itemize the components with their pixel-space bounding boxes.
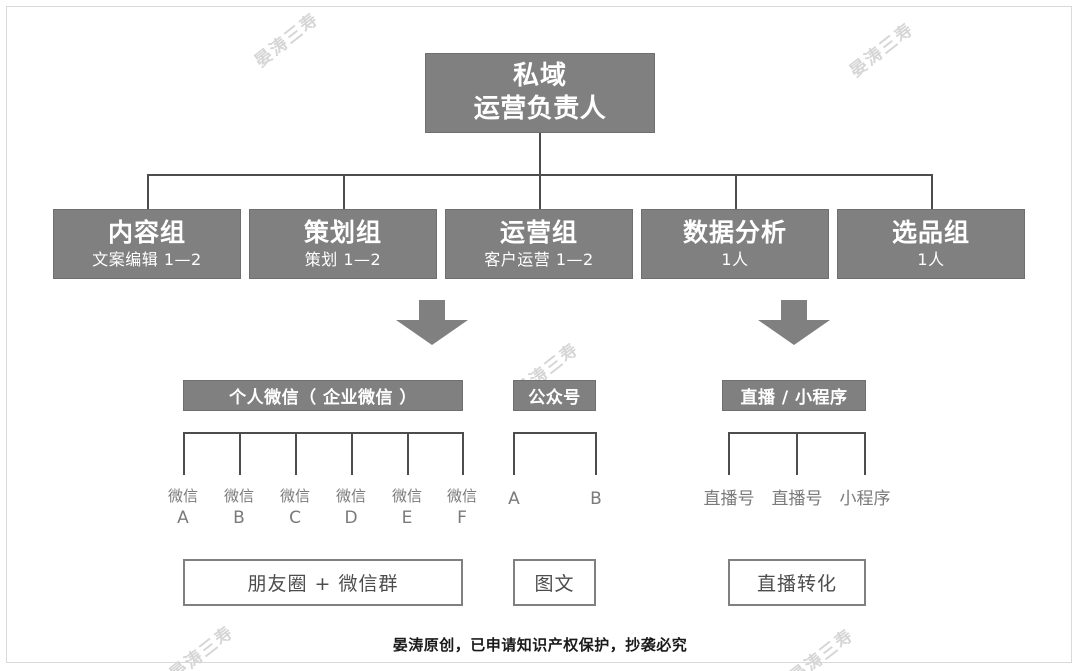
- leaf-bottom: E: [401, 507, 413, 528]
- leaf-oa-a: A: [488, 488, 540, 510]
- department-name: 内容组: [107, 218, 186, 248]
- wechat-bracket-drop-1: [183, 432, 185, 475]
- leaf-top: 微信: [446, 487, 477, 505]
- channel-header-label: 直播 / 小程序: [740, 388, 848, 408]
- down-arrow-icon: [395, 300, 469, 350]
- down-arrow-icon: [757, 300, 831, 350]
- leaf-bottom: D: [344, 507, 358, 528]
- leaf-bottom: A: [508, 489, 520, 509]
- department-staff: 文案编辑 1—2: [92, 249, 202, 269]
- department-drop-1: [147, 174, 149, 210]
- department-staff: 客户运营 1—2: [484, 249, 594, 269]
- footer-copyright: 晏涛原创，已申请知识产权保护，抄袭必究: [392, 636, 688, 654]
- department-drop-3: [539, 174, 541, 210]
- wechat-bracket-drop-3: [295, 432, 297, 475]
- leaf-bottom: C: [289, 507, 301, 528]
- root-stem: [539, 133, 541, 175]
- wechat-bracket-drop-6: [462, 432, 464, 475]
- channel-header-personal-wechat[interactable]: 个人微信（ 企业微信 ）: [183, 380, 463, 411]
- department-box-selection[interactable]: 选品组 1人: [837, 209, 1025, 279]
- oa-bracket-drop-2: [595, 432, 597, 475]
- leaf-bottom: B: [233, 507, 245, 528]
- department-name: 运营组: [499, 218, 578, 248]
- root-box-line1: 私域: [512, 61, 567, 92]
- leaf-wechat-d: 微信 D: [324, 487, 378, 529]
- oa-bracket-drop-1: [513, 432, 515, 475]
- leaf-bottom: A: [177, 507, 189, 528]
- department-box-planning[interactable]: 策划组 策划 1—2: [249, 209, 437, 279]
- outcome-label: 朋友圈 + 微信群: [247, 573, 399, 595]
- outcome-box-moments-groups[interactable]: 朋友圈 + 微信群: [183, 559, 463, 606]
- leaf-top: 微信: [279, 487, 310, 505]
- department-box-operations[interactable]: 运营组 客户运营 1—2: [445, 209, 633, 279]
- department-drop-5: [931, 174, 933, 210]
- leaf-bottom: 直播号: [771, 489, 823, 509]
- leaf-wechat-e: 微信 E: [380, 487, 434, 529]
- root-box-line2: 运营负责人: [473, 94, 607, 124]
- leaf-wechat-f: 微信 F: [435, 487, 489, 529]
- wechat-bracket-drop-5: [407, 432, 409, 475]
- leaf-top: 微信: [335, 487, 366, 505]
- department-name: 策划组: [303, 218, 382, 248]
- leaf-top: 微信: [391, 487, 422, 505]
- department-staff: 1人: [721, 249, 749, 269]
- department-name: 选品组: [891, 218, 970, 248]
- leaf-wechat-c: 微信 C: [268, 487, 322, 529]
- channel-header-live-miniprogram[interactable]: 直播 / 小程序: [722, 380, 866, 411]
- wechat-bracket-bar: [183, 432, 463, 434]
- live-bracket-drop-3: [864, 432, 866, 475]
- leaf-top: 微信: [167, 487, 198, 505]
- leaf-miniprogram: 小程序: [831, 488, 899, 510]
- department-drop-2: [343, 174, 345, 210]
- leaf-bottom: F: [457, 507, 467, 528]
- channel-header-label: 个人微信（ 企业微信 ）: [229, 388, 417, 408]
- leaf-bottom: 直播号: [703, 489, 755, 509]
- live-bracket-drop-2: [796, 432, 798, 475]
- department-box-content[interactable]: 内容组 文案编辑 1—2: [53, 209, 241, 279]
- leaf-wechat-a: 微信 A: [156, 487, 210, 529]
- leaf-bottom: B: [590, 489, 602, 509]
- channel-header-label: 公众号: [528, 388, 581, 408]
- wechat-bracket-drop-4: [351, 432, 353, 475]
- leaf-live-1: 直播号: [695, 488, 763, 510]
- department-staff: 策划 1—2: [304, 249, 382, 269]
- watermark: 晏涛三寿: [251, 9, 324, 72]
- channel-header-official-account[interactable]: 公众号: [513, 380, 596, 411]
- root-box[interactable]: 私域 运营负责人: [425, 53, 655, 133]
- live-bracket-drop-1: [728, 432, 730, 475]
- outcome-label: 直播转化: [756, 573, 837, 595]
- outcome-label: 图文: [534, 573, 575, 595]
- department-name: 数据分析: [682, 218, 787, 248]
- watermark: 晏涛三寿: [846, 19, 919, 82]
- leaf-live-2: 直播号: [763, 488, 831, 510]
- outcome-box-graphic-text[interactable]: 图文: [513, 559, 596, 606]
- department-staff: 1人: [917, 249, 945, 269]
- wechat-bracket-drop-2: [239, 432, 241, 475]
- leaf-wechat-b: 微信 B: [212, 487, 266, 529]
- leaf-bottom: 小程序: [839, 489, 891, 509]
- leaf-oa-b: B: [570, 488, 622, 510]
- leaf-top: 微信: [223, 487, 254, 505]
- department-box-data-analysis[interactable]: 数据分析 1人: [641, 209, 829, 279]
- outcome-box-live-conversion[interactable]: 直播转化: [728, 559, 866, 606]
- oa-bracket-bar: [513, 432, 596, 434]
- department-drop-4: [735, 174, 737, 210]
